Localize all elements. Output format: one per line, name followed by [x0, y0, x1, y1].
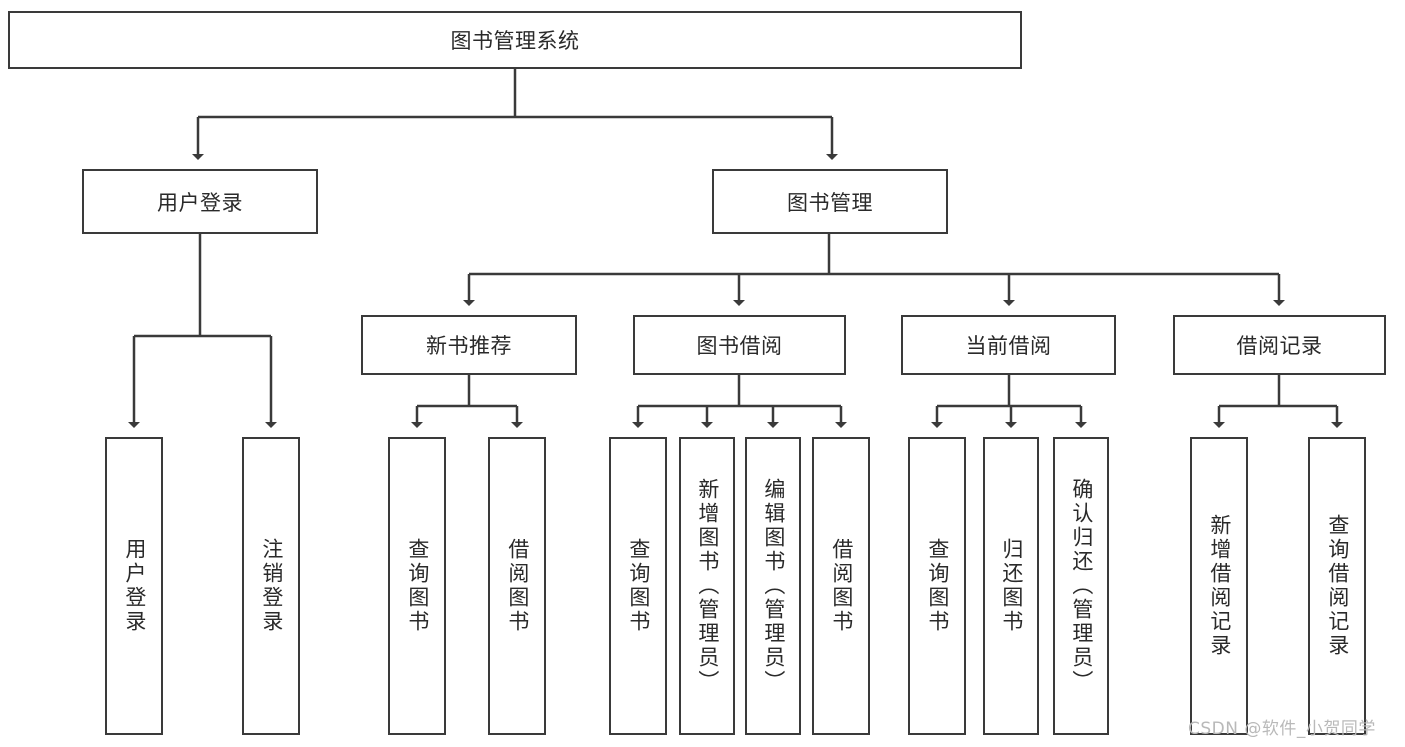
- node-leaf-query-record[interactable]: 查询借阅记录: [1308, 437, 1366, 735]
- node-user-login[interactable]: 用户登录: [82, 169, 318, 234]
- node-borrow-record[interactable]: 借阅记录: [1173, 315, 1386, 375]
- node-label: 新增图书（管理员）: [695, 478, 720, 694]
- node-label: 查询借阅记录: [1325, 514, 1350, 658]
- node-label: 当前借阅: [965, 334, 1052, 358]
- node-label: 用户登录: [157, 190, 243, 215]
- node-new-book-recommend[interactable]: 新书推荐: [361, 315, 577, 375]
- node-label: 查询图书: [626, 538, 651, 634]
- node-label: 归还图书: [999, 538, 1024, 634]
- node-leaf-query-book-3[interactable]: 查询图书: [908, 437, 966, 735]
- watermark: CSDN @软件_小贺同学: [1188, 719, 1376, 739]
- node-label: 编辑图书（管理员）: [761, 478, 786, 694]
- node-leaf-confirm-return[interactable]: 确认归还（管理员）: [1053, 437, 1109, 735]
- node-leaf-add-book[interactable]: 新增图书（管理员）: [679, 437, 735, 735]
- node-leaf-borrow-book-2[interactable]: 借阅图书: [812, 437, 870, 735]
- node-label: 图书借阅: [696, 334, 783, 358]
- node-label: 查询图书: [925, 538, 950, 634]
- node-label: 新增借阅记录: [1207, 514, 1232, 658]
- node-label: 查询图书: [405, 538, 430, 634]
- node-label: 用户登录: [122, 538, 147, 634]
- node-label: 借阅记录: [1236, 334, 1323, 358]
- node-leaf-query-book-2[interactable]: 查询图书: [609, 437, 667, 735]
- node-leaf-borrow-book-1[interactable]: 借阅图书: [488, 437, 546, 735]
- node-current-borrow[interactable]: 当前借阅: [901, 315, 1116, 375]
- node-leaf-query-book-1[interactable]: 查询图书: [388, 437, 446, 735]
- node-label: 借阅图书: [829, 538, 854, 634]
- node-leaf-user-login[interactable]: 用户登录: [105, 437, 163, 735]
- node-book-management[interactable]: 图书管理: [712, 169, 948, 234]
- node-leaf-add-record[interactable]: 新增借阅记录: [1190, 437, 1248, 735]
- node-label: 图书管理: [787, 190, 873, 215]
- node-leaf-return-book[interactable]: 归还图书: [983, 437, 1039, 735]
- node-root[interactable]: 图书管理系统: [8, 11, 1022, 69]
- node-label: 新书推荐: [426, 334, 512, 358]
- node-label: 借阅图书: [505, 538, 530, 634]
- node-label: 注销登录: [259, 538, 284, 634]
- node-leaf-logout[interactable]: 注销登录: [242, 437, 300, 735]
- node-label: 确认归还（管理员）: [1069, 478, 1094, 694]
- node-leaf-edit-book[interactable]: 编辑图书（管理员）: [745, 437, 801, 735]
- node-label: 图书管理系统: [450, 29, 580, 53]
- node-book-borrow[interactable]: 图书借阅: [633, 315, 846, 375]
